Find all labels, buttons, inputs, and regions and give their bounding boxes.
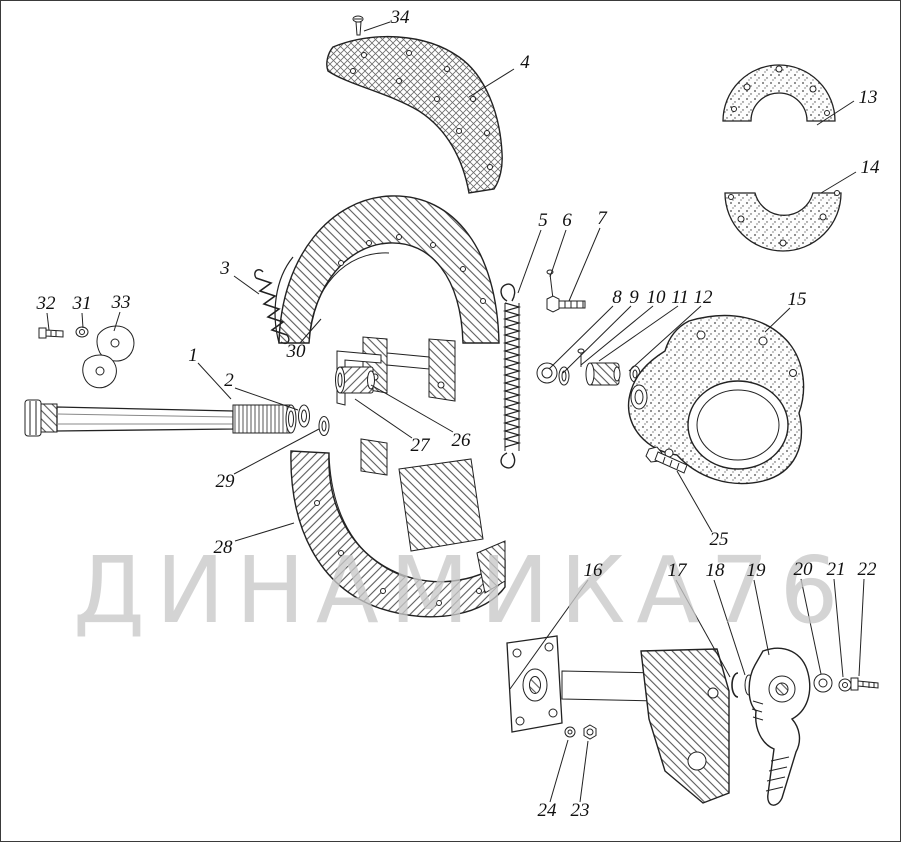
part-17-circlip	[731, 672, 739, 698]
part-number-label: 30	[286, 341, 306, 362]
part-14-backing-plate-lower	[724, 190, 842, 252]
part-34-screw	[352, 15, 364, 36]
part-number-label: 31	[72, 293, 92, 314]
part-number-label: 11	[671, 287, 689, 308]
part-3-spring	[254, 269, 290, 345]
part-number-label: 19	[746, 560, 766, 581]
part-25-bolt	[645, 446, 688, 474]
part-number-label: 15	[787, 289, 807, 310]
part-15-anchor-bracket	[627, 314, 805, 485]
leader-lines	[46, 21, 865, 803]
part-number-label: 16	[583, 560, 603, 581]
part-number-label: 3	[220, 258, 230, 279]
part-5-return-spring	[500, 283, 522, 469]
part-number-label: 20	[793, 559, 813, 580]
part-31-nut	[75, 326, 89, 338]
part-number-label: 13	[858, 87, 878, 108]
part-number-label: 24	[537, 800, 557, 821]
part-number-label: 29	[215, 471, 235, 492]
part-number-label: 2	[224, 370, 234, 391]
part-4-brake-lining	[326, 35, 503, 194]
part-number-label: 22	[857, 559, 877, 580]
part-30-upper-brake-shoe	[274, 195, 500, 402]
part-number-label: 33	[111, 292, 131, 313]
part-number-label: 7	[597, 208, 607, 229]
part-number-label: 5	[538, 210, 548, 231]
part-number-label: 6	[562, 210, 572, 231]
bracket-plate	[640, 648, 730, 804]
part-13-backing-plate-upper	[722, 64, 836, 122]
part-number-label: 27	[410, 435, 430, 456]
part-number-label: 10	[646, 287, 666, 308]
part-33-cam-plates	[82, 325, 135, 389]
part-28-lower-brake-shoe	[290, 438, 506, 618]
part-7-bolt	[546, 295, 586, 313]
part-number-label: 23	[570, 800, 590, 821]
part-number-label: 18	[705, 560, 725, 581]
part-number-label: 26	[451, 430, 471, 451]
part-32-bolt	[38, 327, 64, 339]
part-1-shaft	[24, 399, 297, 437]
part-number-label: 21	[826, 559, 846, 580]
part-number-label: 28	[213, 537, 233, 558]
part-number-label: 34	[390, 7, 410, 28]
part-number-label: 9	[629, 287, 639, 308]
part-2-washer	[298, 404, 310, 428]
part-16-mounting-flange	[506, 635, 563, 733]
part-29-washer	[318, 416, 330, 436]
part-number-label: 8	[612, 287, 622, 308]
part-number-label: 4	[520, 52, 530, 73]
parts-26-27-bushing-bracket	[335, 350, 382, 406]
part-number-label: 12	[693, 287, 713, 308]
part-24-washer	[564, 726, 576, 738]
part-22-bolt	[850, 677, 879, 691]
part-23-nut	[583, 724, 597, 740]
part-19-slack-adjuster-lever	[748, 647, 811, 806]
part-20-washer	[813, 673, 833, 693]
part-number-label: 25	[709, 529, 729, 550]
part-number-label: 1	[188, 345, 198, 366]
part-number-label: 32	[36, 293, 56, 314]
part-number-label: 17	[667, 560, 687, 581]
part-number-label: 14	[860, 157, 880, 178]
parts-8-12-roller-hardware	[536, 348, 641, 386]
